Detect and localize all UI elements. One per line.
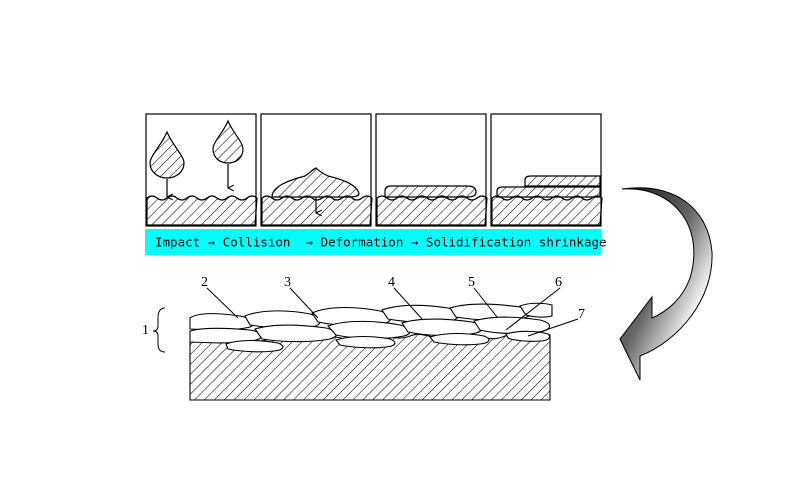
callout-number: 6 xyxy=(555,275,562,290)
leader-line xyxy=(473,287,498,318)
stage-panels xyxy=(145,113,603,227)
lamella xyxy=(225,339,284,353)
leader-line xyxy=(289,287,319,319)
callout-numbers: 1 2 3 4 5 6 7 xyxy=(142,275,585,338)
stage-panel-droplet-impact-spreading xyxy=(260,113,373,227)
callout-annotations xyxy=(152,287,579,353)
process-banner: Impact → Collision → Deformation → Solid… xyxy=(145,229,607,255)
callout-number: 1 xyxy=(142,323,149,338)
splat-shape xyxy=(496,186,601,198)
lamella xyxy=(327,320,411,340)
process-banner-text: Impact → Collision → Deformation → Solid… xyxy=(155,235,607,250)
process-banner-background xyxy=(145,229,601,255)
lamella xyxy=(254,324,337,343)
stage-panel-droplets-falling xyxy=(145,113,258,227)
leader-line xyxy=(527,318,579,337)
coating-bracket xyxy=(152,307,166,353)
callout-number: 2 xyxy=(201,275,208,290)
curved-arrow-icon xyxy=(619,187,713,381)
callout-number: 3 xyxy=(284,275,291,290)
droplet-shape xyxy=(212,119,244,164)
splat-shape xyxy=(271,167,360,198)
callout-number: 7 xyxy=(578,307,585,322)
lamella xyxy=(505,330,551,342)
lamella xyxy=(519,302,553,318)
callout-number: 4 xyxy=(388,275,395,290)
leader-line xyxy=(393,287,424,321)
splat-shape xyxy=(384,185,477,198)
stage-panel-splat-deformed xyxy=(375,113,488,227)
lamella xyxy=(401,318,483,337)
lamella xyxy=(189,313,254,331)
splat-shape xyxy=(524,175,601,187)
coating-cross-section xyxy=(189,302,553,401)
droplet-shape xyxy=(149,130,185,179)
lamellae-layers xyxy=(189,302,553,353)
leader-line xyxy=(505,287,561,331)
leader-line xyxy=(206,287,239,319)
lamella xyxy=(335,335,396,349)
stage-panel-splats-stacked xyxy=(490,113,603,227)
callout-number: 5 xyxy=(468,275,475,290)
lamella xyxy=(429,332,490,346)
